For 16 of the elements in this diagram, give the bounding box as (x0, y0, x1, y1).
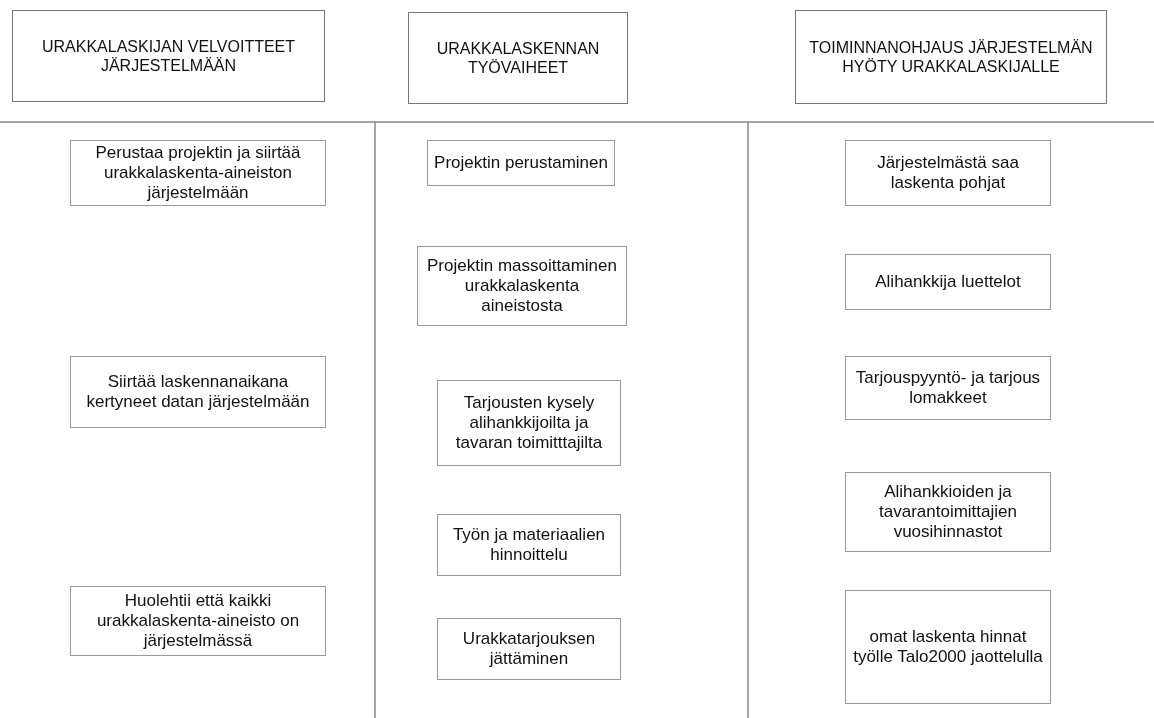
text-box: Urakkatarjouksen jättäminen (437, 618, 621, 680)
text-box: omat laskenta hinnat työlle Talo2000 jaottelulla (845, 590, 1051, 704)
text-box: Alihankkioiden ja tavarantoimittajien vuosihinnastot (845, 472, 1051, 552)
text-box: Projektin perustaminen (427, 140, 615, 186)
text-box: Siirtää laskennanaikana kertyneet datan järjestelmään (70, 356, 326, 428)
text-box: Järjestelmästä saa laskenta pohjat (845, 140, 1051, 206)
text-box: Tarjouspyyntö- ja tarjous lomakkeet (845, 356, 1051, 420)
text-box: Projektin massoittaminen urakkalaskenta aineistosta (417, 246, 627, 326)
column-header: URAKKALASKIJAN VELVOITTEET JÄRJESTELMÄÄN (12, 10, 325, 102)
column-header: TOIMINNANOHJAUS JÄRJESTELMÄN HYÖTY URAKKALASKIJALLE (795, 10, 1107, 104)
column-header: URAKKALASKENNAN TYÖVAIHEET (408, 12, 628, 104)
text-box: Alihankkija luettelot (845, 254, 1051, 310)
text-box: Huolehtii että kaikki urakkalaskenta-aineisto on järjestelmässä (70, 586, 326, 656)
text-box: Työn ja materiaalien hinnoittelu (437, 514, 621, 576)
text-box: Perustaa projektin ja siirtää urakkalaskenta-aineiston järjestelmään (70, 140, 326, 206)
text-box: Tarjousten kysely alihankkijoilta ja tavaran toimitttajilta (437, 380, 621, 466)
